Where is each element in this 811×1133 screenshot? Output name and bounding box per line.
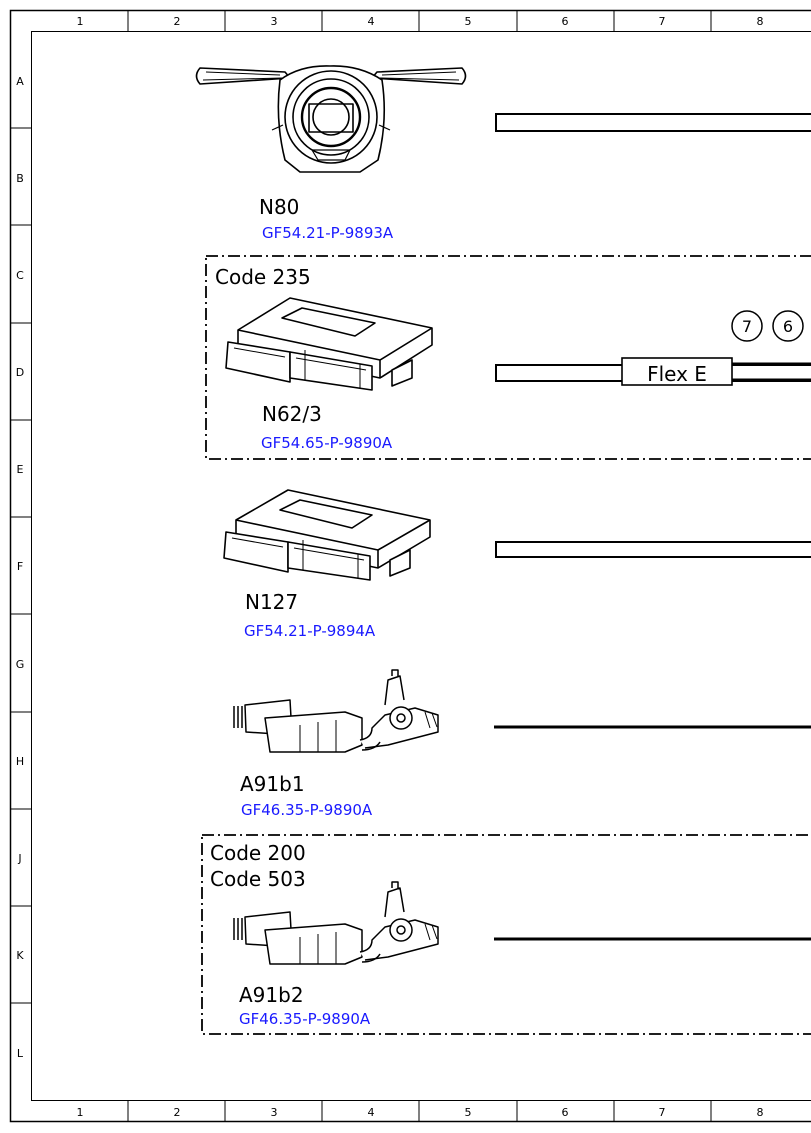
row-letter: A bbox=[16, 75, 24, 88]
col-number: 5 bbox=[465, 15, 472, 28]
row-letter: F bbox=[17, 560, 23, 573]
bottom-column-numbers: 1 2 3 4 5 6 7 8 bbox=[77, 1106, 764, 1119]
component-ref-link[interactable]: GF46.35-P-9890A bbox=[241, 801, 373, 819]
col-number: 3 bbox=[271, 1106, 278, 1119]
row-letter: K bbox=[16, 949, 24, 962]
col-number: 1 bbox=[77, 1106, 84, 1119]
code-group-box bbox=[201, 834, 811, 1035]
bottom-column-dividers bbox=[127, 1101, 712, 1122]
col-number: 1 bbox=[77, 15, 84, 28]
code-label: Code 200 bbox=[210, 841, 306, 865]
outer-frame bbox=[9, 9, 811, 1123]
row-letter: L bbox=[17, 1047, 24, 1060]
inner-frame bbox=[31, 31, 811, 1101]
row-letters: A B C D E F G H J K L bbox=[16, 75, 25, 1060]
component-label: N62/3 bbox=[262, 402, 322, 426]
top-column-dividers bbox=[127, 10, 712, 31]
code-group-box bbox=[205, 255, 811, 460]
col-number: 4 bbox=[368, 1106, 375, 1119]
component-ref-link[interactable]: GF54.65-P-9890A bbox=[261, 434, 393, 452]
wire-number-circle bbox=[772, 310, 804, 342]
wire-number: 6 bbox=[783, 317, 793, 336]
steering-gear-icon bbox=[233, 881, 439, 965]
col-number: 5 bbox=[465, 1106, 472, 1119]
flex-e-box bbox=[621, 357, 733, 386]
top-column-numbers: 1 2 3 4 5 6 7 8 bbox=[77, 15, 764, 28]
col-number: 7 bbox=[659, 1106, 666, 1119]
code-label: Code 503 bbox=[210, 867, 306, 891]
col-number: 6 bbox=[562, 1106, 569, 1119]
col-number: 6 bbox=[562, 15, 569, 28]
row-dividers bbox=[10, 127, 31, 1004]
row-letter: C bbox=[16, 269, 24, 282]
wire-number: 7 bbox=[742, 317, 752, 336]
connector-bar bbox=[495, 541, 811, 558]
control-unit-icon bbox=[223, 489, 431, 581]
component-label: N80 bbox=[259, 195, 299, 219]
component-label: N127 bbox=[245, 590, 298, 614]
col-number: 4 bbox=[368, 15, 375, 28]
row-letter: D bbox=[16, 366, 24, 379]
component-label: A91b2 bbox=[239, 983, 304, 1007]
wire-number-circle bbox=[731, 310, 763, 342]
component-label: A91b1 bbox=[240, 772, 305, 796]
component-ref-link[interactable]: GF46.35-P-9890A bbox=[239, 1010, 371, 1028]
component-ref-link[interactable]: GF54.21-P-9894A bbox=[244, 622, 376, 640]
steering-column-switch-icon bbox=[195, 65, 467, 173]
connector-bar bbox=[495, 113, 811, 132]
control-unit-icon bbox=[225, 297, 433, 391]
col-number: 3 bbox=[271, 15, 278, 28]
row-letter: H bbox=[16, 755, 24, 768]
steering-gear-icon bbox=[233, 669, 439, 753]
col-number: 8 bbox=[757, 15, 764, 28]
component-ref-link[interactable]: GF54.21-P-9893A bbox=[262, 224, 394, 242]
row-letter: J bbox=[17, 852, 21, 865]
flex-e-label: Flex E bbox=[647, 362, 707, 386]
col-number: 7 bbox=[659, 15, 666, 28]
row-letter: E bbox=[17, 463, 24, 476]
code-label: Code 235 bbox=[215, 265, 311, 289]
col-number: 2 bbox=[174, 15, 181, 28]
col-number: 8 bbox=[757, 1106, 764, 1119]
row-letter: B bbox=[16, 172, 24, 185]
col-number: 2 bbox=[174, 1106, 181, 1119]
row-letter: G bbox=[16, 658, 25, 671]
